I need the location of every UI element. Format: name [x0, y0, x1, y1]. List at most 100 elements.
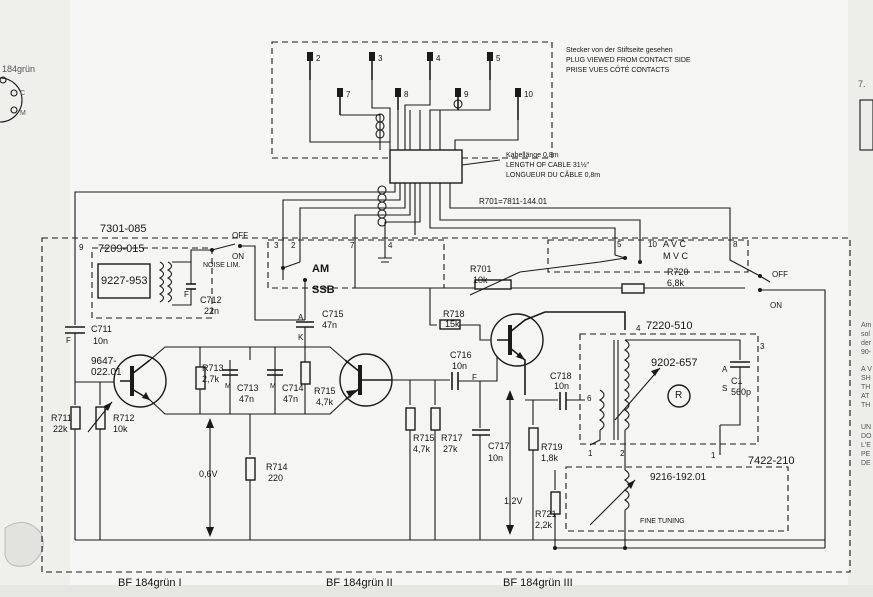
right-edge-12: L'E: [861, 442, 871, 449]
cable-length-fr: LONGUEUR DU CÂBLE 0,8m: [506, 172, 601, 179]
right-edge-5: A V: [861, 366, 872, 373]
meter-r: [667, 384, 691, 408]
r715a-name: R715: [314, 386, 336, 396]
c716-value: 10n: [452, 361, 468, 371]
noise-lim-label: NOISE LIM.: [203, 262, 241, 269]
cable-length-en: LENGTH OF CABLE 31½": [506, 162, 590, 169]
right-edge-11: DO: [861, 433, 872, 440]
pin-8-label: 8: [404, 90, 409, 99]
terminal-2b: 2: [620, 449, 625, 458]
on2-label: ON: [770, 301, 782, 310]
right-edge-14: DE: [861, 460, 871, 467]
left-tube-outline: [0, 77, 23, 123]
c1-value: 560p: [731, 387, 752, 397]
right-edge-10: UN: [861, 424, 872, 431]
r714-name: R714: [266, 462, 288, 472]
cable-length-de: Kabellänge 0,8m: [506, 152, 559, 159]
module-9216: 9216-192.01: [650, 472, 707, 483]
cable-down-wires: [74, 183, 731, 250]
block-9227-953: [97, 263, 151, 299]
module-7209: 7209-015: [98, 243, 145, 255]
c717-name: C717: [488, 441, 510, 451]
terminal-4: 4: [388, 241, 393, 250]
c711-value: 10n: [93, 336, 109, 346]
c715-name: C715: [322, 309, 344, 319]
plug-note-de: Stecker von der Stiftseite gesehen: [566, 47, 673, 54]
c715-value: 47n: [322, 320, 338, 330]
terminal-6: 6: [587, 394, 592, 403]
marker-a2: A: [722, 365, 728, 374]
transistor-bf184-1: [113, 354, 167, 408]
left-edge-c: C: [20, 90, 26, 97]
right-edge-6: SH: [861, 375, 871, 382]
switch-off-label: OFF: [232, 231, 248, 240]
voltage-0-6v: 0,6V: [199, 469, 218, 479]
r711-name: R711: [51, 413, 72, 423]
switch-on-label: ON: [232, 252, 244, 261]
right-edge-1: Am: [861, 322, 872, 329]
r721-name: R721: [535, 509, 557, 519]
plug-note-fr: PRISE VUES CÔTÉ CONTACTS: [566, 67, 670, 74]
c716-name: C716: [450, 350, 472, 360]
box-7209-015: [91, 247, 213, 319]
module-9227: 9227-953: [101, 275, 148, 287]
marker-r: R: [675, 390, 683, 401]
marker-f1: F: [66, 336, 71, 345]
box-7422-210: [565, 466, 789, 532]
cable-block: [389, 149, 463, 184]
terminal-2: 2: [291, 241, 296, 250]
c718-value: 10n: [554, 381, 570, 391]
module-7301: 7301-085: [100, 223, 147, 235]
terminal-8: 8: [733, 240, 738, 249]
right-edge-7: TH: [861, 384, 871, 391]
terminal-7: 7: [350, 241, 355, 250]
r718-name: R718: [443, 309, 465, 319]
marker-s: S: [722, 384, 728, 393]
r701-value: 10k: [473, 275, 488, 285]
bottom-page-edge: [0, 585, 873, 597]
marker-f2: F: [184, 290, 189, 299]
box-7220-510: [579, 333, 759, 445]
c717-value: 10n: [488, 453, 504, 463]
marker-a1: A: [298, 313, 304, 322]
q1-part-line1: 9647-: [91, 356, 117, 367]
left-edge-label: 184grün: [2, 64, 36, 74]
transistor-3-caption: BF 184grün III: [503, 577, 573, 589]
terminal-5: 5: [617, 240, 622, 249]
marker-m1: M: [225, 383, 231, 390]
r713-name: R713: [202, 363, 224, 373]
left-page-edge: [0, 0, 70, 597]
transistor-2-caption: BF 184grün II: [326, 577, 393, 589]
pin-7-label: 7: [346, 90, 351, 99]
terminal-9: 9: [79, 243, 84, 252]
connector-pins: [307, 52, 521, 120]
r715b-name: R715: [413, 433, 435, 443]
terminal-4b: 4: [636, 324, 641, 333]
mvc-label: M V C: [663, 251, 689, 261]
box-7301-085: [41, 237, 851, 573]
right-edge-top: 7.: [858, 79, 866, 89]
q1-part-line2: 022.01: [91, 367, 122, 378]
c711-name: C711: [91, 324, 112, 334]
r720-name: R720: [667, 267, 689, 277]
r719-value: 1,8k: [541, 453, 559, 463]
terminal-1b: 1: [711, 451, 716, 460]
c714-name: C714: [282, 383, 304, 393]
right-edge-9: TH: [861, 402, 871, 409]
r717-name: R717: [441, 433, 463, 443]
am-label: AM: [312, 263, 330, 275]
c1-name: C1: [731, 376, 743, 386]
pin-2-label: 2: [316, 54, 321, 63]
pin-9-label: 9: [464, 90, 469, 99]
module-7422: 7422-210: [748, 455, 795, 467]
terminal-3b: 3: [760, 342, 765, 351]
module-7220: 7220-510: [646, 320, 693, 332]
r712-name: R712: [113, 413, 135, 423]
r713-value: 2,7k: [202, 374, 220, 384]
c718-name: C718: [550, 371, 572, 381]
right-edge-13: PE: [861, 451, 871, 458]
terminal-3: 3: [274, 241, 279, 250]
right-edge-4: 90-: [861, 349, 872, 356]
